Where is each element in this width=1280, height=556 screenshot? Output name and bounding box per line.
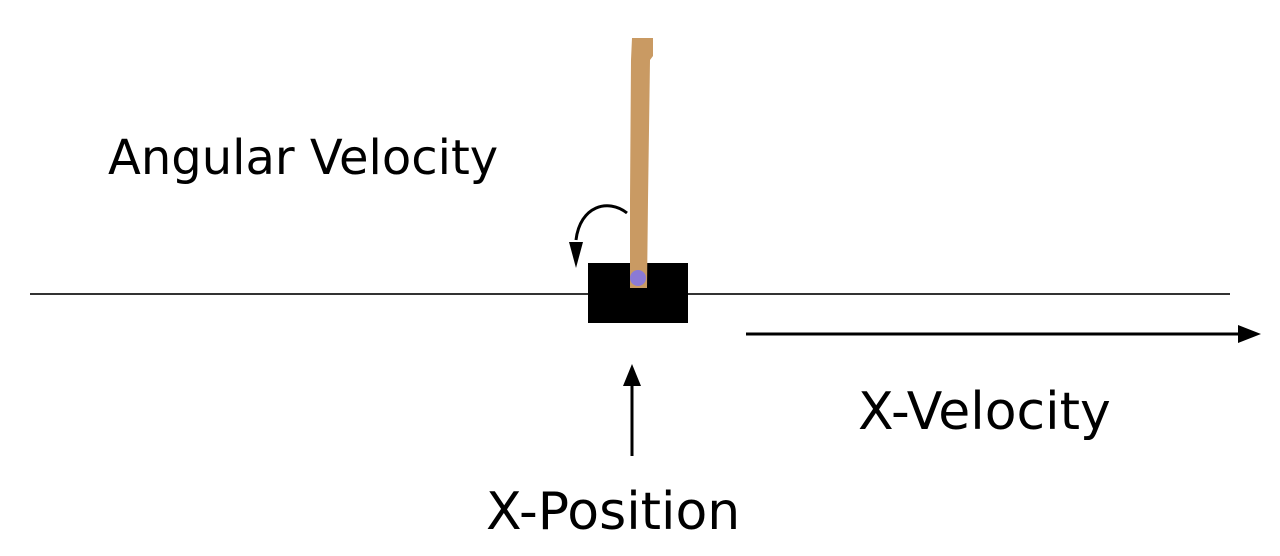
x-position-arrowhead <box>623 364 641 386</box>
pole <box>630 38 653 288</box>
angular-velocity-label: Angular Velocity <box>108 130 499 186</box>
x-velocity-arrowhead <box>1238 325 1261 343</box>
angular-velocity-arrow <box>574 204 628 241</box>
x-position-label: X-Position <box>486 482 741 542</box>
x-velocity-label: X-Velocity <box>858 382 1111 442</box>
axle <box>630 270 646 286</box>
angular-velocity-arrowhead <box>569 242 583 268</box>
